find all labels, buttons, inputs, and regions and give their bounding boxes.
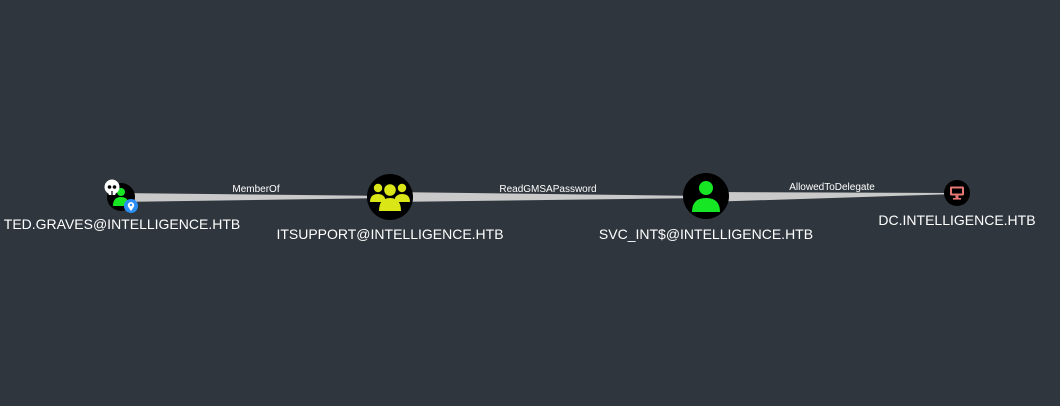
- edge-memberof-label: MemberOf: [232, 184, 279, 195]
- edge-readgmsapassword-label: ReadGMSAPassword: [499, 184, 596, 195]
- edge-allowedtodelegate[interactable]: AllowedToDelegate: [706, 182, 957, 202]
- edge-readgmsapassword-line[interactable]: [390, 192, 706, 202]
- edge-readgmsapassword[interactable]: ReadGMSAPassword: [390, 184, 706, 202]
- node-svc-int-circle[interactable]: [683, 173, 729, 219]
- node-dc[interactable]: DC.INTELLIGENCE.HTB: [878, 180, 1036, 228]
- user-icon: [692, 181, 720, 212]
- node-itsupport[interactable]: ITSUPPORT@INTELLIGENCE.HTB: [276, 174, 504, 242]
- map-pin-icon: [124, 199, 138, 213]
- edge-allowedtodelegate-line[interactable]: [706, 192, 957, 202]
- node-ted-graves-label: TED.GRAVES@INTELLIGENCE.HTB: [4, 216, 240, 232]
- node-itsupport-label: ITSUPPORT@INTELLIGENCE.HTB: [276, 226, 503, 242]
- edge-memberof[interactable]: MemberOf: [121, 184, 390, 202]
- node-dc-label: DC.INTELLIGENCE.HTB: [878, 212, 1035, 228]
- computer-icon: [950, 186, 964, 200]
- node-svc-int-label: SVC_INT$@INTELLIGENCE.HTB: [599, 226, 813, 242]
- group-icon: [370, 183, 410, 211]
- skull-icon: [104, 179, 120, 195]
- edge-allowedtodelegate-label: AllowedToDelegate: [789, 182, 875, 193]
- edge-memberof-line[interactable]: [121, 193, 390, 202]
- node-svc-int[interactable]: SVC_INT$@INTELLIGENCE.HTB: [599, 173, 813, 242]
- node-ted-graves[interactable]: TED.GRAVES@INTELLIGENCE.HTB: [4, 179, 240, 233]
